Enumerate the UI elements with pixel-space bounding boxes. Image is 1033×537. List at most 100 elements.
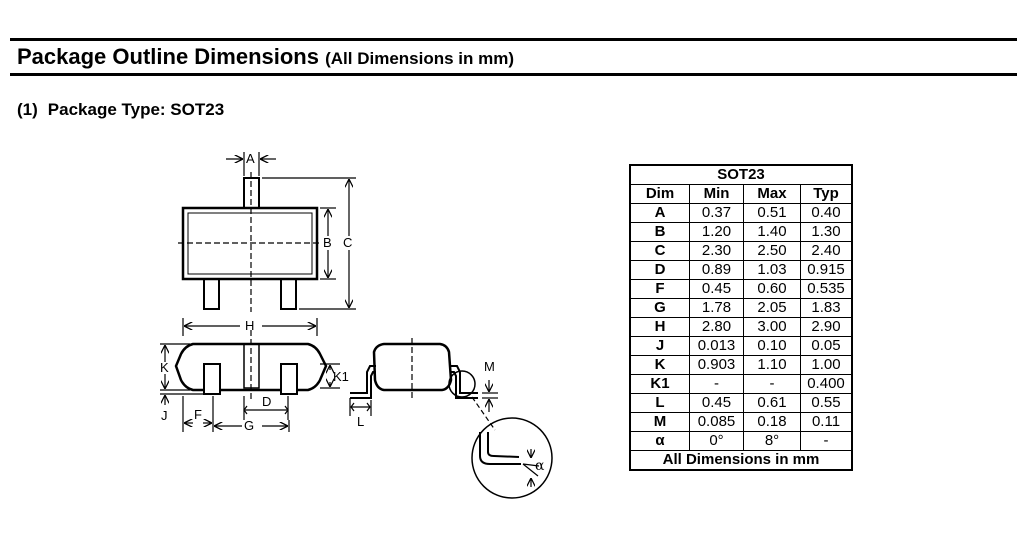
cell-max: 0.10: [743, 336, 801, 356]
cell-max: 0.61: [743, 393, 801, 413]
cell-min: 0.45: [689, 279, 744, 299]
cell-min: 0.903: [689, 355, 744, 375]
cell-min: 0.013: [689, 336, 744, 356]
cell-max: 3.00: [743, 317, 801, 337]
front-view: [160, 318, 340, 432]
side-view: [349, 338, 553, 499]
cell-min: 2.30: [689, 241, 744, 261]
cell-min: 0.37: [689, 203, 744, 223]
cell-typ: 0.55: [800, 393, 853, 413]
cell-typ: 1.00: [800, 355, 853, 375]
table-header-row: Dim Min Max Typ: [629, 184, 853, 204]
cell-max: 0.18: [743, 412, 801, 432]
section-title: Package Outline Dimensions (All Dimensio…: [17, 44, 514, 70]
cell-dim: J: [629, 336, 690, 356]
cell-dim: A: [629, 203, 690, 223]
cell-typ: 0.915: [800, 260, 853, 280]
cell-dim: M: [629, 412, 690, 432]
package-number: (1): [17, 100, 38, 119]
cell-max: 2.50: [743, 241, 801, 261]
bottom-rule: [10, 73, 1017, 76]
cell-max: 1.10: [743, 355, 801, 375]
cell-min: 1.20: [689, 222, 744, 242]
cell-max: 8°: [743, 431, 801, 451]
cell-max: 0.51: [743, 203, 801, 223]
cell-dim: G: [629, 298, 690, 318]
table-title: SOT23: [629, 164, 853, 185]
table-footer-row: All Dimensions in mm: [629, 450, 853, 471]
label-K: K: [160, 360, 169, 375]
cell-min: 2.80: [689, 317, 744, 337]
label-A: A: [246, 151, 255, 166]
cell-dim: L: [629, 393, 690, 413]
section-title-text: Package Outline Dimensions: [17, 44, 319, 69]
cell-min: 0.085: [689, 412, 744, 432]
top-rule: [10, 38, 1017, 41]
cell-typ: 0.400: [800, 374, 853, 394]
header-min: Min: [689, 184, 744, 204]
cell-dim: K1: [629, 374, 690, 394]
cell-max: 1.03: [743, 260, 801, 280]
cell-dim: H: [629, 317, 690, 337]
cell-typ: 0.40: [800, 203, 853, 223]
label-D: D: [262, 394, 271, 409]
cell-typ: 0.535: [800, 279, 853, 299]
cell-typ: 2.90: [800, 317, 853, 337]
cell-typ: 2.40: [800, 241, 853, 261]
cell-max: 1.40: [743, 222, 801, 242]
cell-min: 1.78: [689, 298, 744, 318]
cell-typ: 0.05: [800, 336, 853, 356]
label-G: G: [244, 418, 254, 433]
top-view: [178, 152, 356, 312]
cell-typ: 1.30: [800, 222, 853, 242]
cell-typ: -: [800, 431, 853, 451]
label-J: J: [161, 408, 168, 423]
header-max: Max: [743, 184, 801, 204]
label-alpha: α: [535, 458, 545, 474]
package-label: Package Type: SOT23: [47, 100, 225, 119]
label-B: B: [323, 235, 332, 250]
header-dim: Dim: [629, 184, 690, 204]
cell-max: -: [743, 374, 801, 394]
cell-dim: C: [629, 241, 690, 261]
package-heading: (1) Package Type: SOT23: [17, 100, 224, 120]
label-M: M: [484, 359, 495, 374]
header-typ: Typ: [800, 184, 853, 204]
cell-min: -: [689, 374, 744, 394]
label-C: C: [343, 235, 352, 250]
cell-typ: 0.11: [800, 412, 853, 432]
cell-dim: B: [629, 222, 690, 242]
table-footer: All Dimensions in mm: [629, 450, 853, 471]
package-outline-drawing: A B C H K K1 J D F G L M α: [160, 151, 553, 499]
table-row: K1--0.400: [629, 374, 853, 394]
cell-max: 0.60: [743, 279, 801, 299]
cell-min: 0°: [689, 431, 744, 451]
cell-max: 2.05: [743, 298, 801, 318]
cell-dim: α: [629, 431, 690, 451]
cell-typ: 1.83: [800, 298, 853, 318]
label-H: H: [245, 318, 254, 333]
cell-dim: D: [629, 260, 690, 280]
section-subtitle: (All Dimensions in mm): [325, 49, 515, 68]
label-K1: K1: [333, 369, 349, 384]
label-F: F: [194, 407, 202, 422]
table-title-row: SOT23: [629, 164, 853, 185]
cell-dim: K: [629, 355, 690, 375]
cell-min: 0.45: [689, 393, 744, 413]
cell-min: 0.89: [689, 260, 744, 280]
cell-dim: F: [629, 279, 690, 299]
